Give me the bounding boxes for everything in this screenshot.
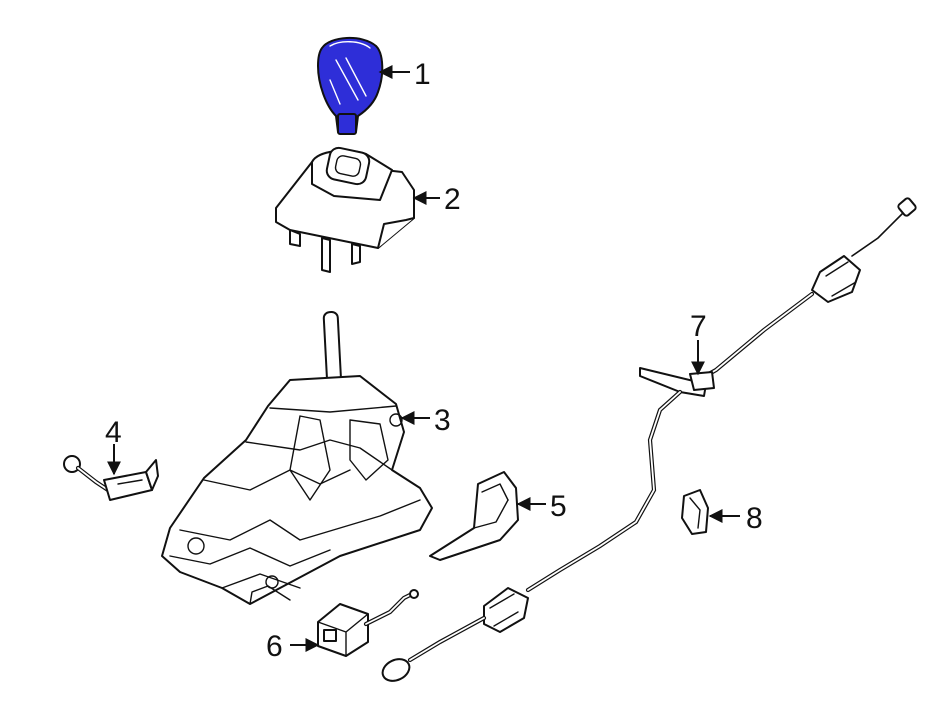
callout-7: 7 [690,310,707,343]
part-4-wire-clip[interactable] [63,455,159,501]
part-6-harness-connector[interactable] [317,589,419,657]
callout-3: 3 [434,404,451,437]
part-5-bracket[interactable] [429,471,519,561]
callout-2: 2 [444,183,461,216]
callout-5: 5 [550,490,567,523]
callout-1: 1 [414,58,431,91]
part-2-shifter-bezel[interactable] [275,146,415,273]
part-3-shifter-assembly[interactable] [161,311,433,605]
callout-6: 6 [266,630,283,663]
part-7-shift-cable[interactable] [379,197,917,685]
part-8-retainer-clip[interactable] [681,489,709,535]
callout-4: 4 [105,416,122,449]
callout-8: 8 [746,502,763,535]
part-1-shift-knob[interactable] [317,36,384,135]
